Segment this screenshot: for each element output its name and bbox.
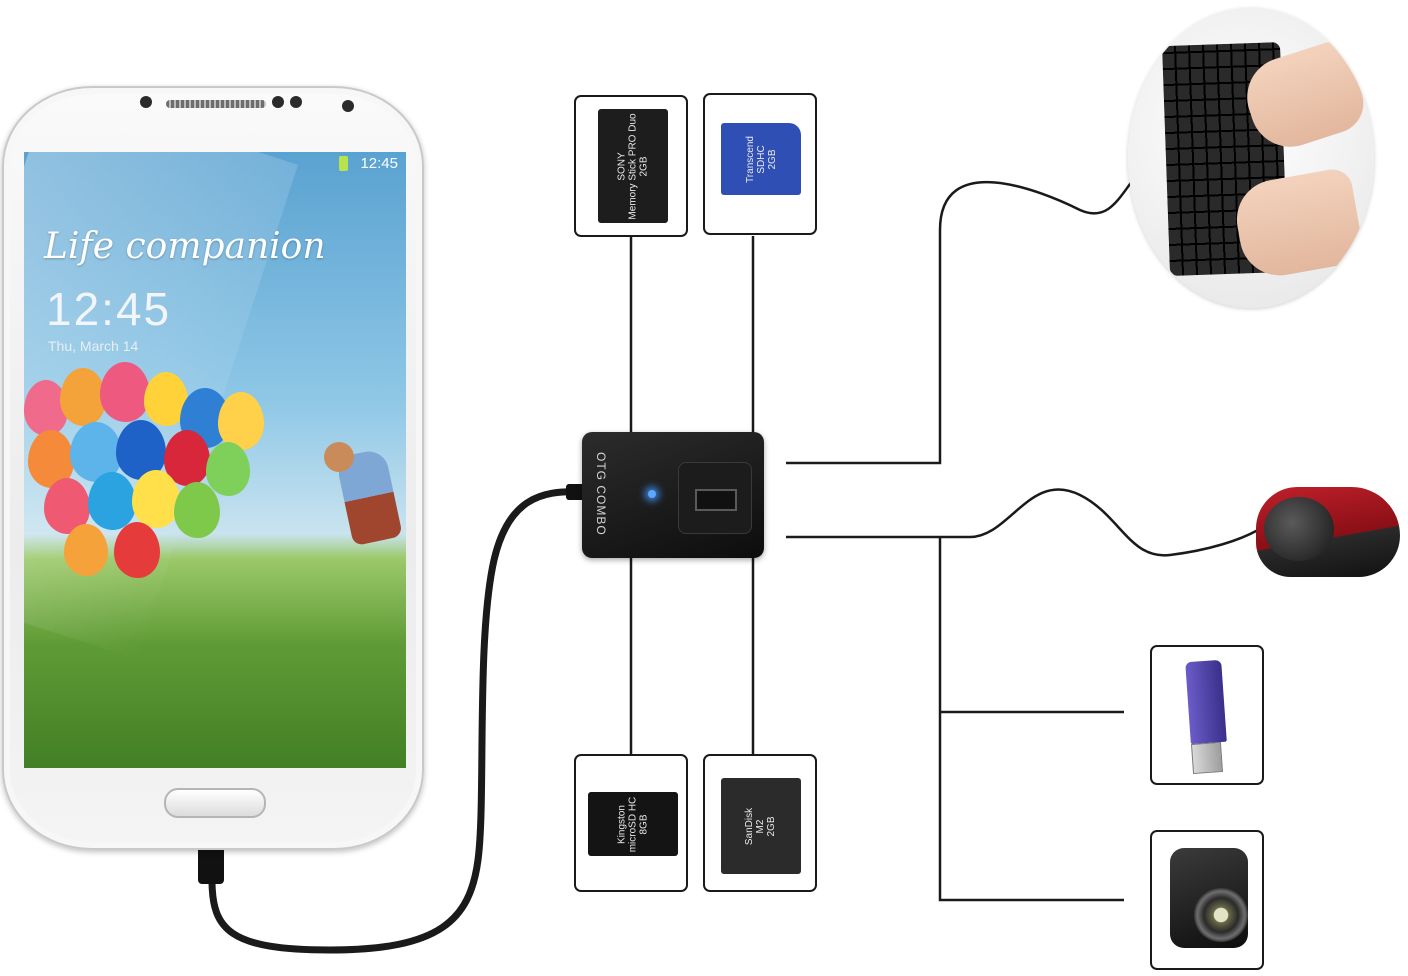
balloon: [88, 472, 136, 530]
hub-label: OTG COMBO: [594, 452, 608, 536]
smartphone: 12:45 Life companion 12:45 Thu, March 14: [2, 86, 424, 850]
status-time: 12:45: [360, 155, 398, 172]
camera-box: [1150, 830, 1264, 970]
memory-stick-micro-card: SanDisk M2 2GB: [721, 778, 801, 874]
wallpaper-tagline: Life companion: [44, 226, 326, 267]
home-button: [164, 788, 266, 818]
lock-date: Thu, March 14: [48, 338, 139, 354]
balloon: [206, 442, 250, 496]
phone-sensor: [272, 96, 284, 108]
balloon: [174, 482, 220, 538]
usb-flash-drive-icon: [1185, 659, 1227, 745]
balloon: [218, 392, 264, 450]
wire-keyboard: [786, 152, 1163, 465]
balloon: [64, 524, 108, 576]
memory-stick-micro-box: SanDisk M2 2GB: [703, 754, 817, 892]
wire-branch: [938, 537, 1124, 902]
wire-phone-cable: [208, 488, 584, 954]
memory-stick-pro-duo-card: SONY Memory Stick PRO Duo 2GB: [598, 109, 668, 223]
mouse-device: [1256, 487, 1400, 579]
sd-card: Transcend SDHC 2GB: [721, 123, 801, 195]
balloon: [132, 470, 180, 528]
usb-flash-drive-box: [1150, 645, 1264, 785]
mouse-top: [1264, 497, 1334, 561]
phone-sensor: [290, 96, 302, 108]
usb-port-icon: [695, 489, 737, 511]
lock-clock: 12:45: [46, 283, 172, 335]
phone-speaker: [166, 100, 266, 108]
balloon: [164, 430, 210, 486]
micro-sd-box: Kingston microSD HC 8GB: [574, 754, 688, 892]
phone-sensor: [140, 96, 152, 108]
sd-card-box: Transcend SDHC 2GB: [703, 93, 817, 235]
wire-mouse: [786, 488, 1259, 557]
hub-usb-port: [678, 462, 752, 534]
front-camera-icon: [342, 100, 354, 112]
memory-stick-pro-duo-box: SONY Memory Stick PRO Duo 2GB: [574, 95, 688, 237]
otg-hub: OTG COMBO: [582, 432, 764, 558]
hub-led-indicator: [648, 490, 656, 498]
keyboard-device: [1128, 8, 1374, 308]
micro-sd-card: Kingston microSD HC 8GB: [588, 792, 678, 856]
balloon: [114, 522, 160, 578]
hub-cable-boot: [566, 484, 586, 500]
balloon: [100, 362, 150, 422]
camera-lens: [1194, 888, 1248, 942]
child-head: [324, 442, 354, 472]
balloon: [60, 368, 106, 426]
battery-icon: [339, 156, 348, 171]
phone-screen: 12:45 Life companion 12:45 Thu, March 14: [24, 152, 406, 768]
usb-plug: [1190, 741, 1224, 775]
